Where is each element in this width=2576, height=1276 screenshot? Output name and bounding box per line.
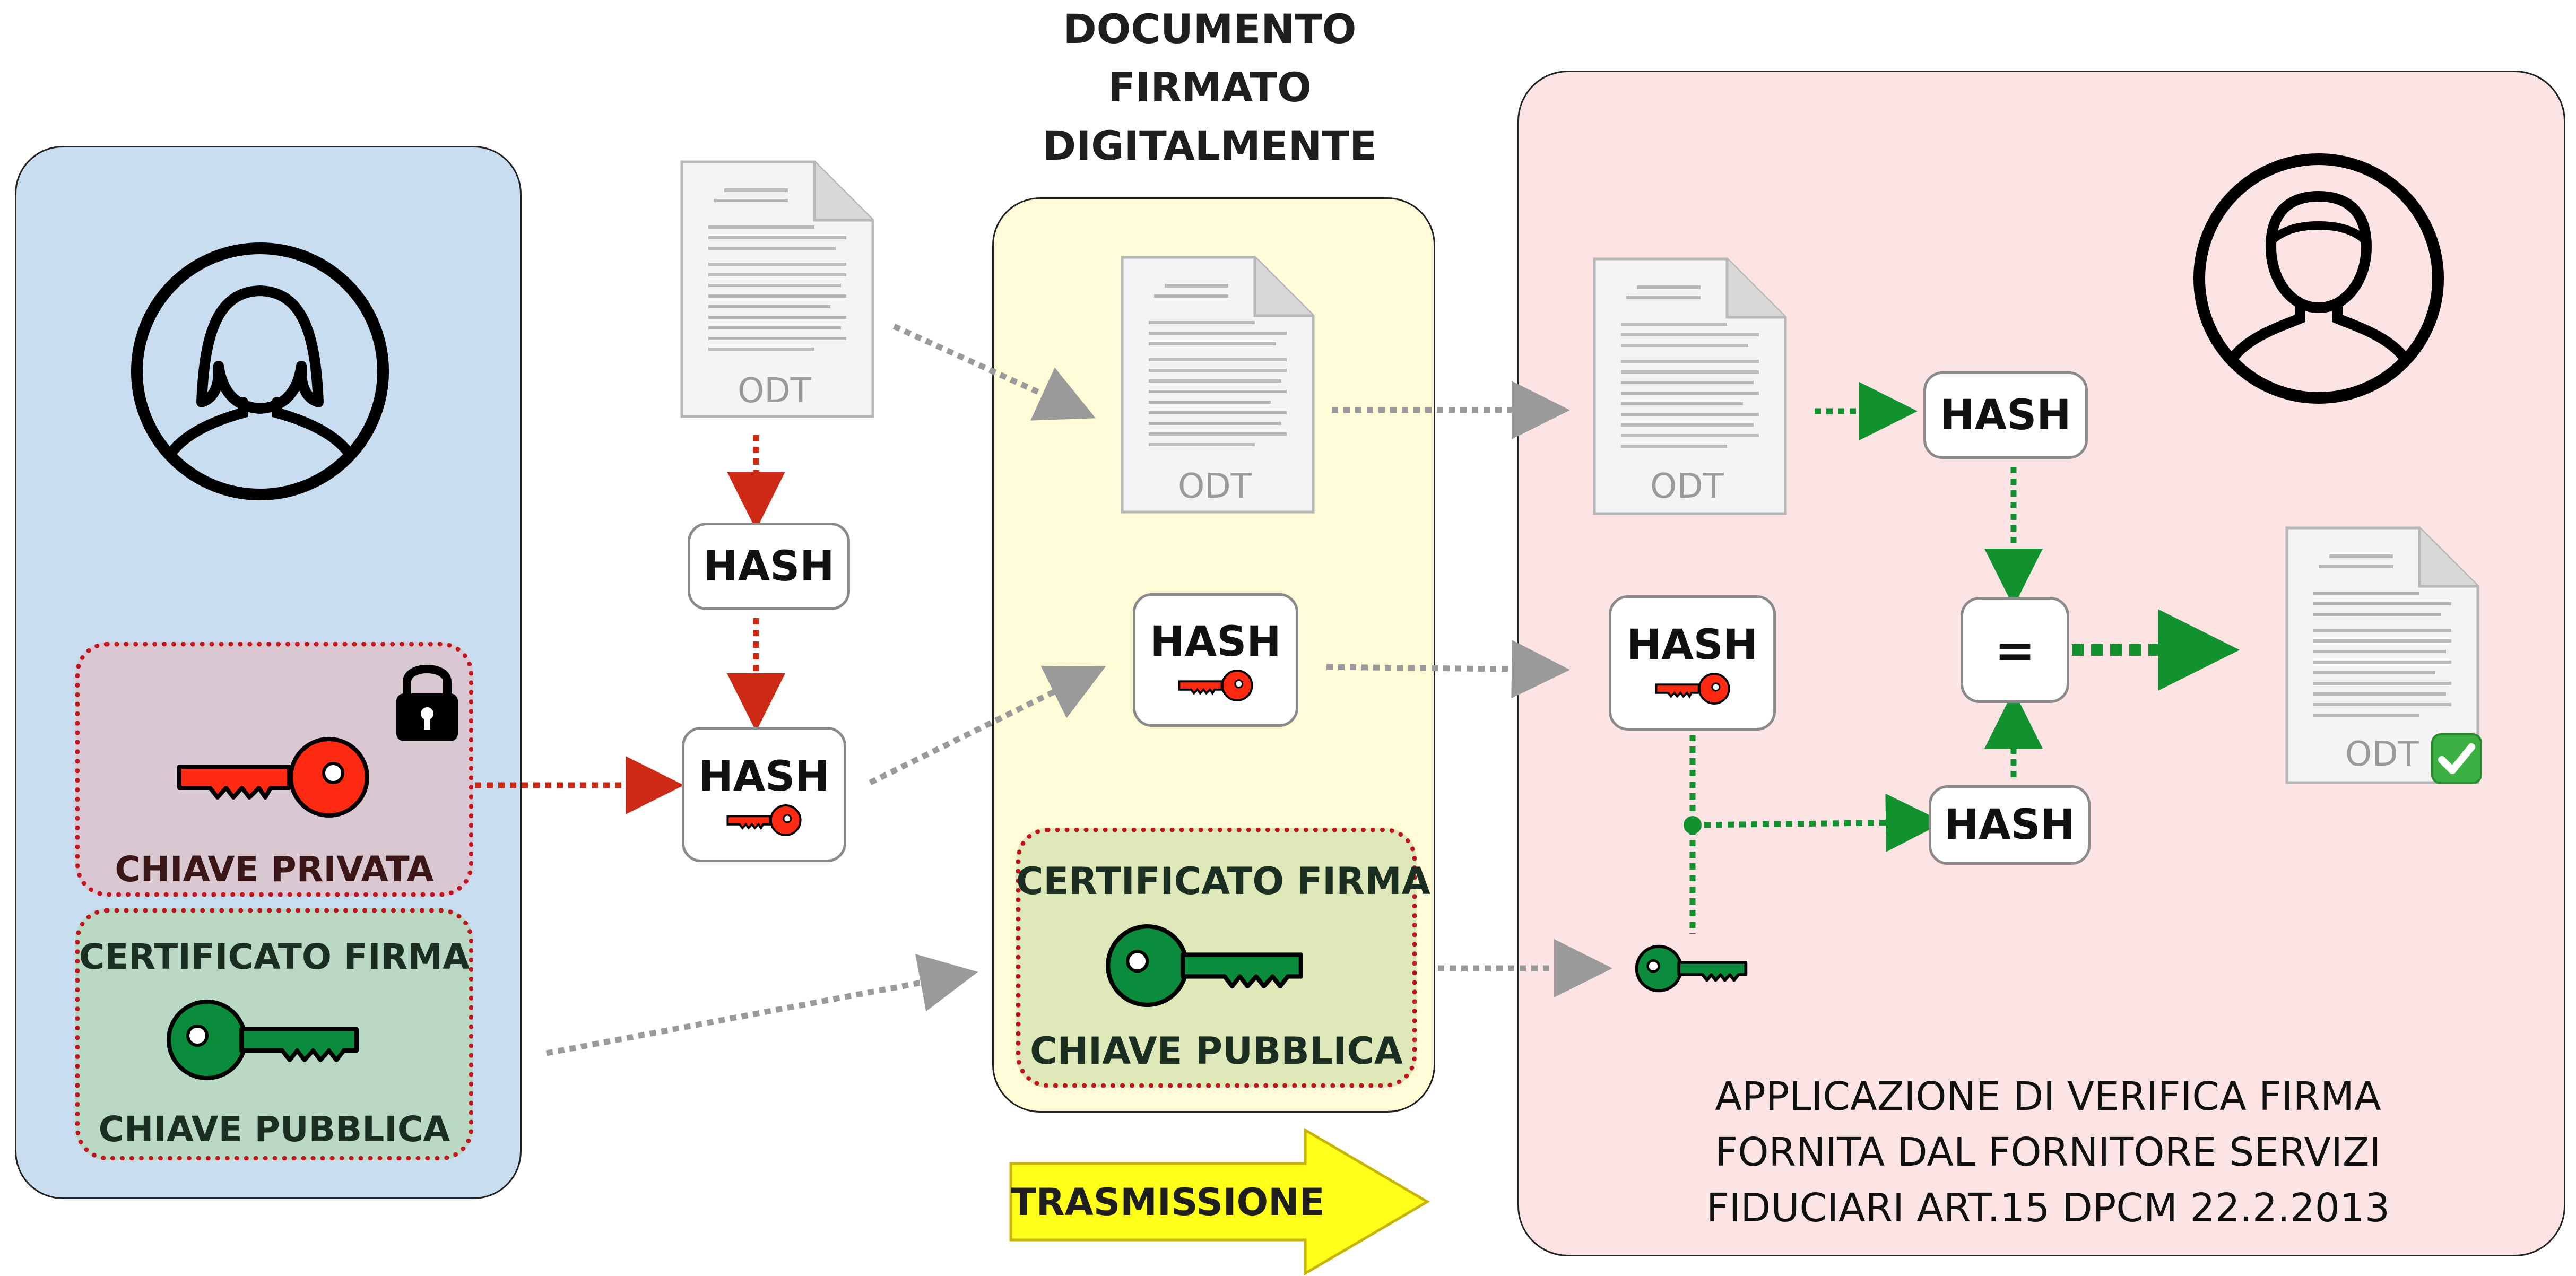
caption-line-3: FIDUCIARI ART.15 DPCM 22.2.2013	[1706, 1185, 2390, 1231]
received-document-label: ODT	[1650, 467, 1724, 506]
public-key-icon	[167, 1000, 359, 1080]
equals-label: =	[1994, 621, 2036, 679]
computed-hash-label: HASH	[1940, 391, 2071, 439]
arrow-doc-to-signed-doc	[892, 323, 1096, 421]
comparison-box: =	[1961, 597, 2069, 703]
envelope-cert-label: CERTIFICATO FIRMA	[1016, 860, 1430, 903]
envelope-hash-label: HASH	[1150, 618, 1281, 666]
decrypted-hash-label: HASH	[1944, 801, 2076, 849]
transmission-arrow	[1009, 1127, 1430, 1276]
signed-document-icon	[1121, 256, 1315, 514]
private-key-label: CHIAVE PRIVATA	[115, 849, 434, 890]
title-line-1: DOCUMENTO	[1063, 5, 1357, 53]
signed-document-label: ODT	[1178, 467, 1252, 506]
decrypted-hash-box: HASH	[1929, 785, 2091, 865]
transmission-label: TRASMISSIONE	[1011, 1180, 1325, 1224]
document-icon	[680, 160, 874, 418]
female-user-icon	[131, 242, 389, 500]
arrow-junction-to-hash	[1692, 793, 1944, 852]
document-label: ODT	[738, 371, 811, 411]
checkmark-icon	[2431, 733, 2482, 784]
title-line-3: DIGITALMENTE	[1042, 122, 1377, 169]
received-public-key-icon	[1635, 944, 1748, 993]
verified-document-label: ODT	[2345, 735, 2419, 774]
caption-line-1: APPLICAZIONE DI VERIFICA FIRMA	[1715, 1074, 2381, 1119]
key-icon	[1178, 670, 1253, 701]
received-document-icon	[1593, 257, 1787, 515]
male-user-icon	[2193, 153, 2444, 404]
arrow-envelope-hash-to-verify	[1326, 640, 1570, 699]
arrow-cert-to-envelope	[545, 954, 978, 1056]
received-signed-hash-label: HASH	[1626, 621, 1758, 669]
envelope-hash-box: HASH	[1133, 593, 1298, 727]
computed-hash-box: HASH	[1923, 371, 2088, 459]
padlock-icon	[396, 665, 458, 741]
signed-hash-box: HASH	[682, 727, 846, 862]
title-line-2: FIRMATO	[1108, 64, 1312, 111]
key-icon	[726, 804, 802, 836]
envelope-public-key-icon	[1106, 924, 1303, 1008]
sender-public-key-label: CHIAVE PUBBLICA	[98, 1109, 450, 1150]
envelope-public-key-label: CHIAVE PUBBLICA	[1030, 1029, 1403, 1073]
caption-line-2: FORNITA DAL FORNITORE SERVIZI	[1715, 1130, 2381, 1175]
verification-caption: APPLICAZIONE DI VERIFICA FIRMA FORNITA D…	[1571, 1069, 2526, 1236]
verified-document-icon	[2285, 526, 2479, 784]
private-key-icon	[177, 737, 369, 818]
sender-cert-label: CERTIFICATO FIRMA	[79, 936, 470, 977]
received-signed-hash-box: HASH	[1609, 595, 1776, 731]
key-icon	[1654, 672, 1730, 705]
signed-document-title: DOCUMENTO FIRMATO DIGITALMENTE	[923, 0, 1496, 175]
arrow-signed-hash-to-envelope	[869, 665, 1106, 785]
hash-box: HASH	[688, 523, 850, 610]
hash-label: HASH	[703, 542, 835, 591]
signed-hash-label: HASH	[698, 752, 830, 801]
